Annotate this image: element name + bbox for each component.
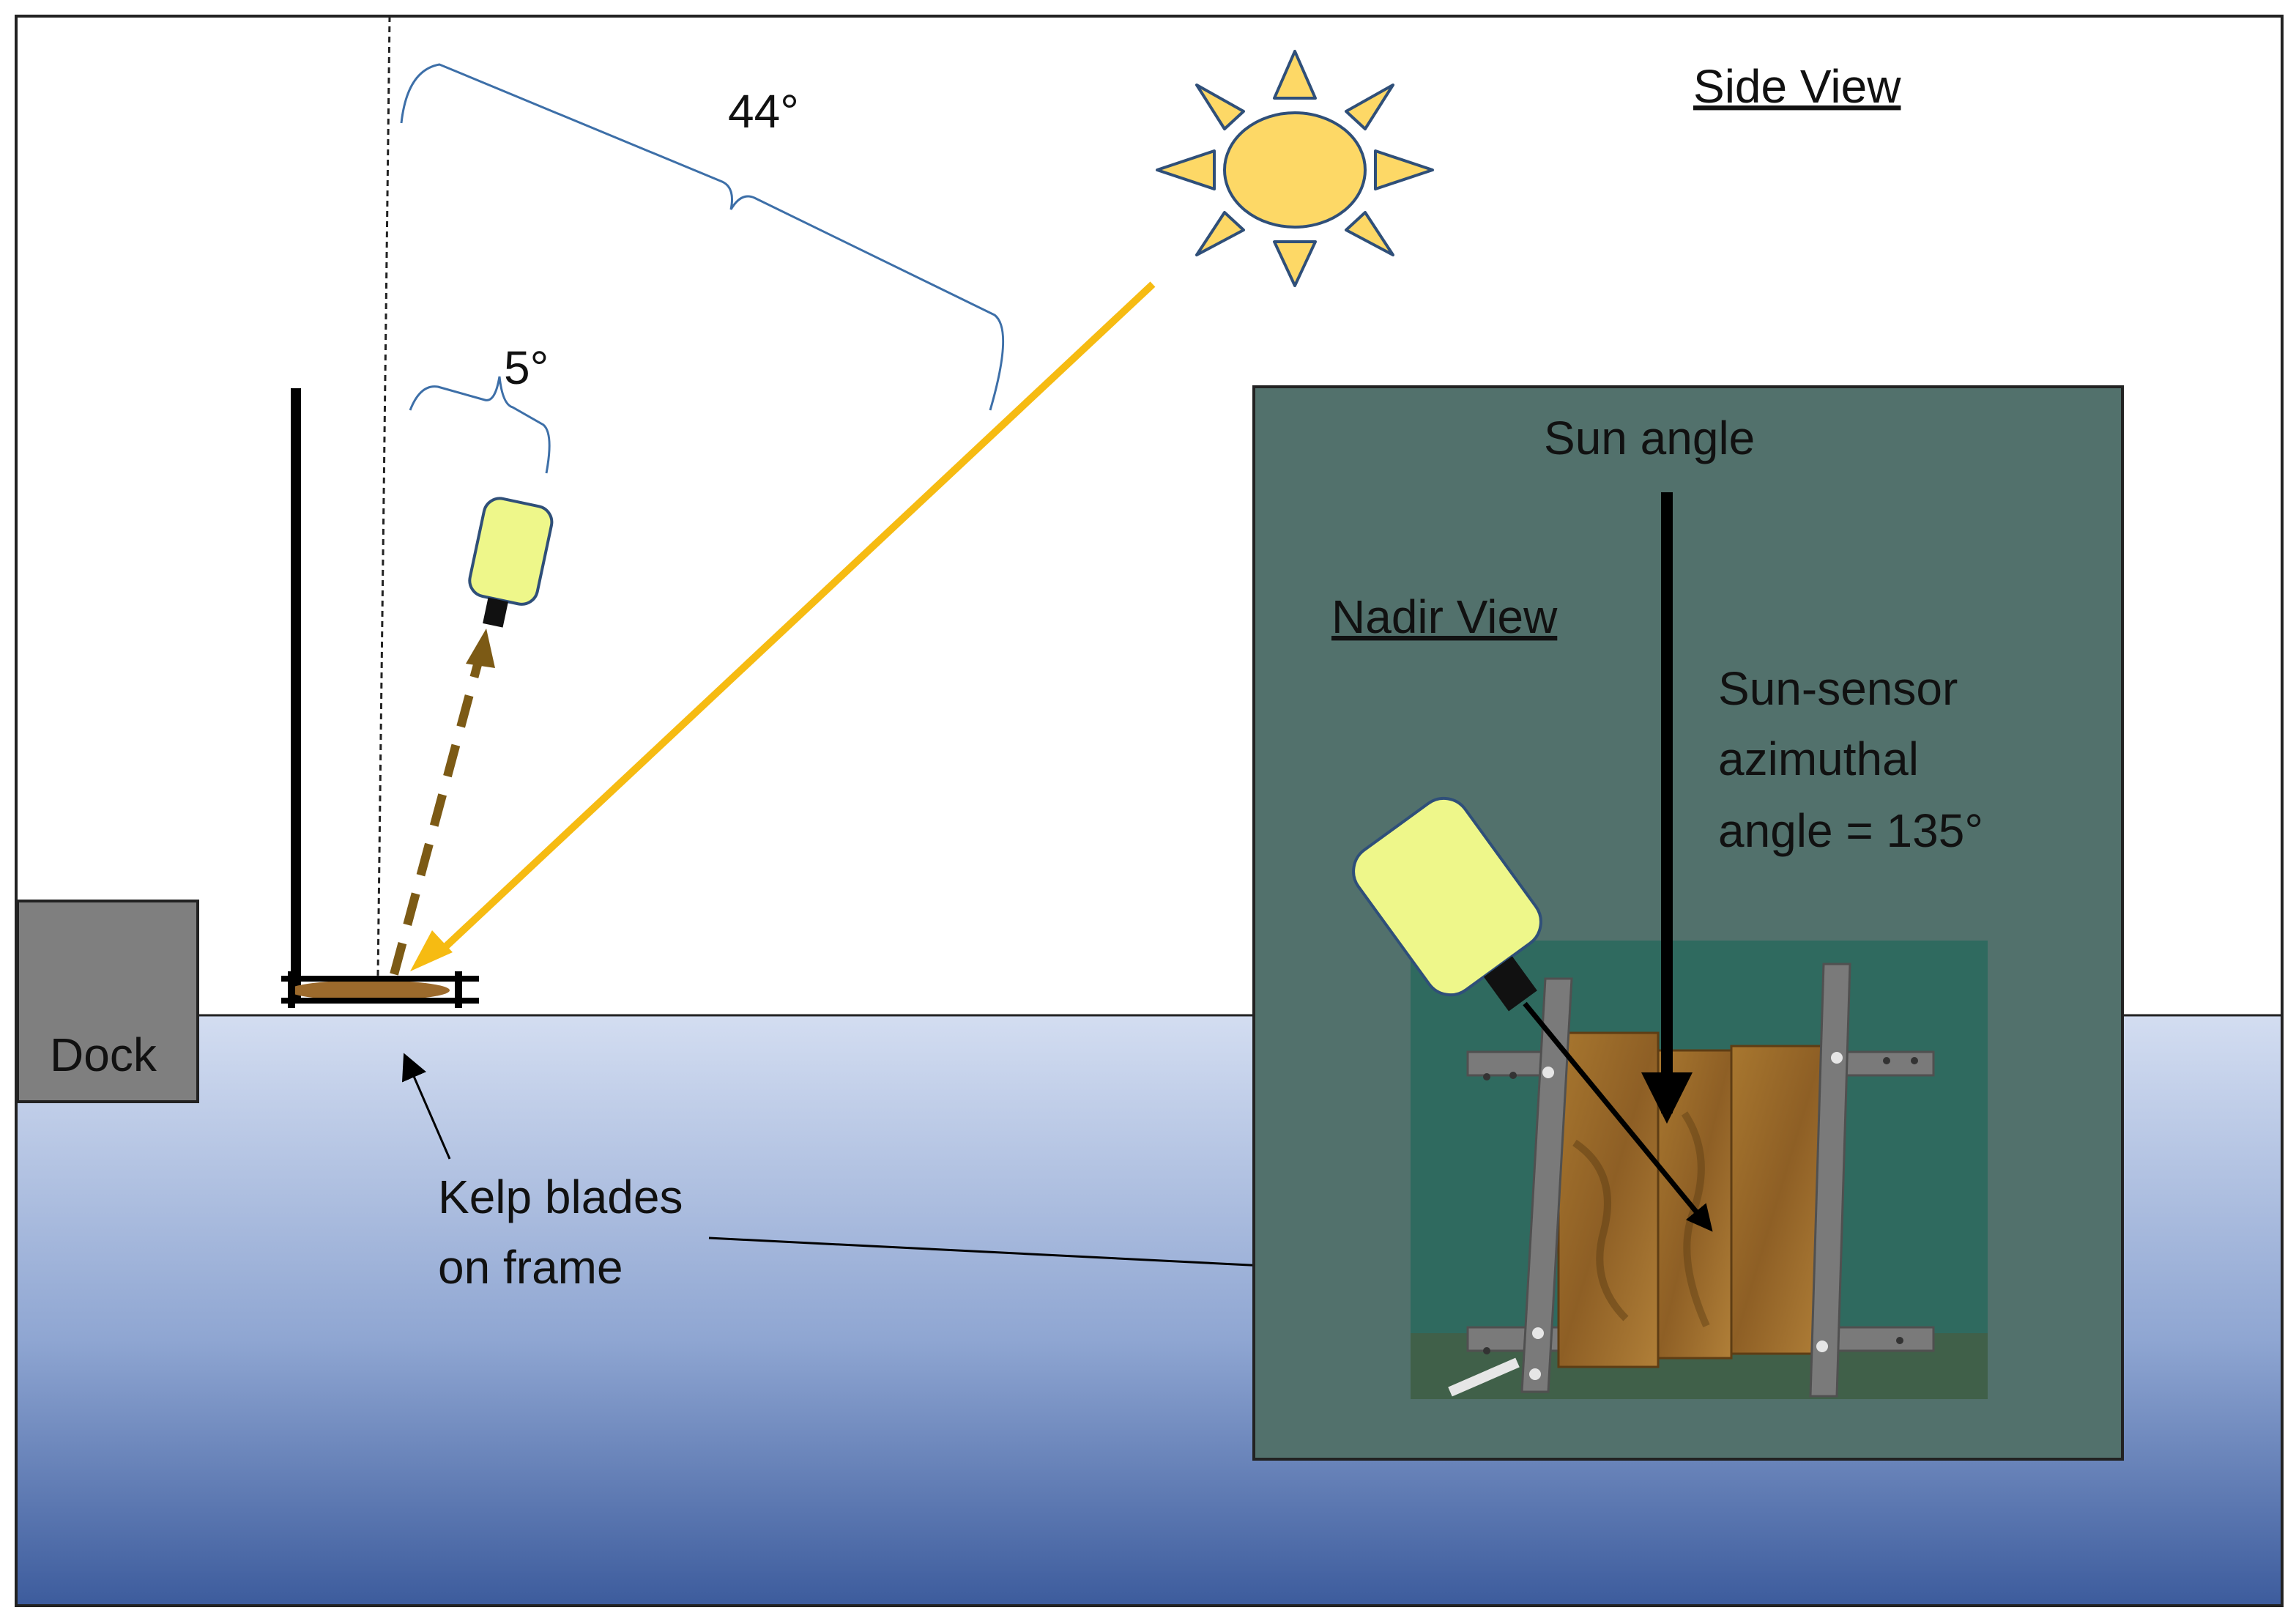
azimuth-label-line1: Sun-sensor bbox=[1718, 662, 1958, 715]
nadir-view-panel: Sun angle Nadir View Sun-sensor azimutha… bbox=[1252, 385, 2124, 1461]
nadir-photo bbox=[1411, 941, 1988, 1399]
sensor-azimuth-arrow bbox=[1523, 1001, 1713, 1232]
incident-sun-ray bbox=[434, 281, 1156, 958]
incident-ray-arrowhead bbox=[410, 930, 453, 971]
kelp-label-line1: Kelp blades bbox=[438, 1171, 683, 1223]
kelp-label-line2: on frame bbox=[438, 1241, 623, 1294]
sensor-nadir-icon bbox=[1352, 796, 1542, 1012]
kelp-blade-3 bbox=[1730, 1045, 1825, 1355]
sun-icon bbox=[1156, 50, 1434, 287]
dock: Dock bbox=[16, 900, 199, 1103]
sensor-angle-label: 5° bbox=[504, 341, 549, 394]
azimuth-label-line2: azimuthal bbox=[1718, 733, 1919, 785]
side-view-title: Side View bbox=[1693, 60, 1901, 113]
zenith-angle-label: 44° bbox=[728, 85, 799, 138]
azimuth-label-line3: angle = 135° bbox=[1718, 804, 1983, 857]
zenith-angle-bracket bbox=[400, 63, 1005, 411]
kelp-pointer-arrow bbox=[401, 1053, 451, 1160]
reflected-light-arrow bbox=[390, 658, 483, 976]
sensor-angle-bracket bbox=[409, 376, 551, 474]
dock-label: Dock bbox=[50, 1028, 157, 1081]
sun-angle-label: Sun angle bbox=[1544, 412, 1755, 464]
sensor-side-icon bbox=[468, 497, 554, 628]
reflected-arrowhead bbox=[466, 629, 495, 668]
nadir-view-title: Nadir View bbox=[1331, 590, 1558, 643]
kelp-frame-side bbox=[281, 971, 479, 1008]
